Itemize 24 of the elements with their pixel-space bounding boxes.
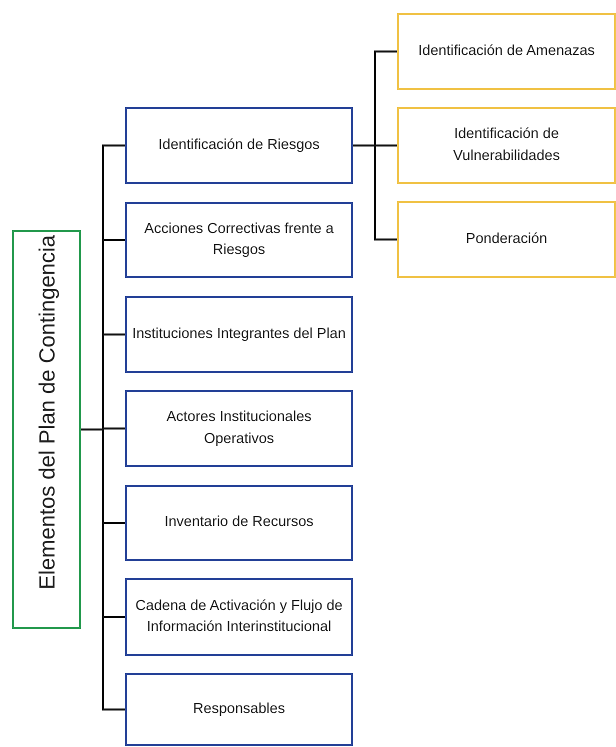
process-box	[125, 485, 353, 561]
box-label: Responsables	[192, 700, 286, 719]
connector-line	[81, 428, 125, 710]
box-label: Identificación de Riesgos	[157, 136, 321, 155]
process-box	[125, 296, 353, 373]
process-box	[397, 13, 616, 90]
process-box	[125, 107, 353, 184]
box-label: Identificación de Vulnerabilidades	[452, 125, 561, 166]
process-box	[125, 202, 353, 278]
process-box	[125, 673, 353, 746]
box-label: Elementos del Plan de Contingencia	[34, 234, 61, 592]
process-box	[125, 578, 353, 656]
box-label: Actores Institucionales Operativos	[165, 408, 313, 448]
box-label: Inventario de Recursos	[163, 513, 315, 532]
connector-line	[353, 144, 397, 240]
box-label: Ponderación	[464, 230, 548, 249]
box-label: Identificación de Amenazas	[417, 42, 596, 61]
process-box	[397, 201, 616, 278]
process-box	[125, 390, 353, 467]
box-label: Instituciones Integrantes del Plan	[131, 324, 347, 344]
box-label: Acciones Correctivas frente a Riesgos	[143, 220, 335, 260]
box-label: Cadena de Activación y Flujo de Información Interinstitucional	[134, 596, 344, 637]
title-box	[12, 230, 81, 629]
process-box	[397, 107, 616, 184]
